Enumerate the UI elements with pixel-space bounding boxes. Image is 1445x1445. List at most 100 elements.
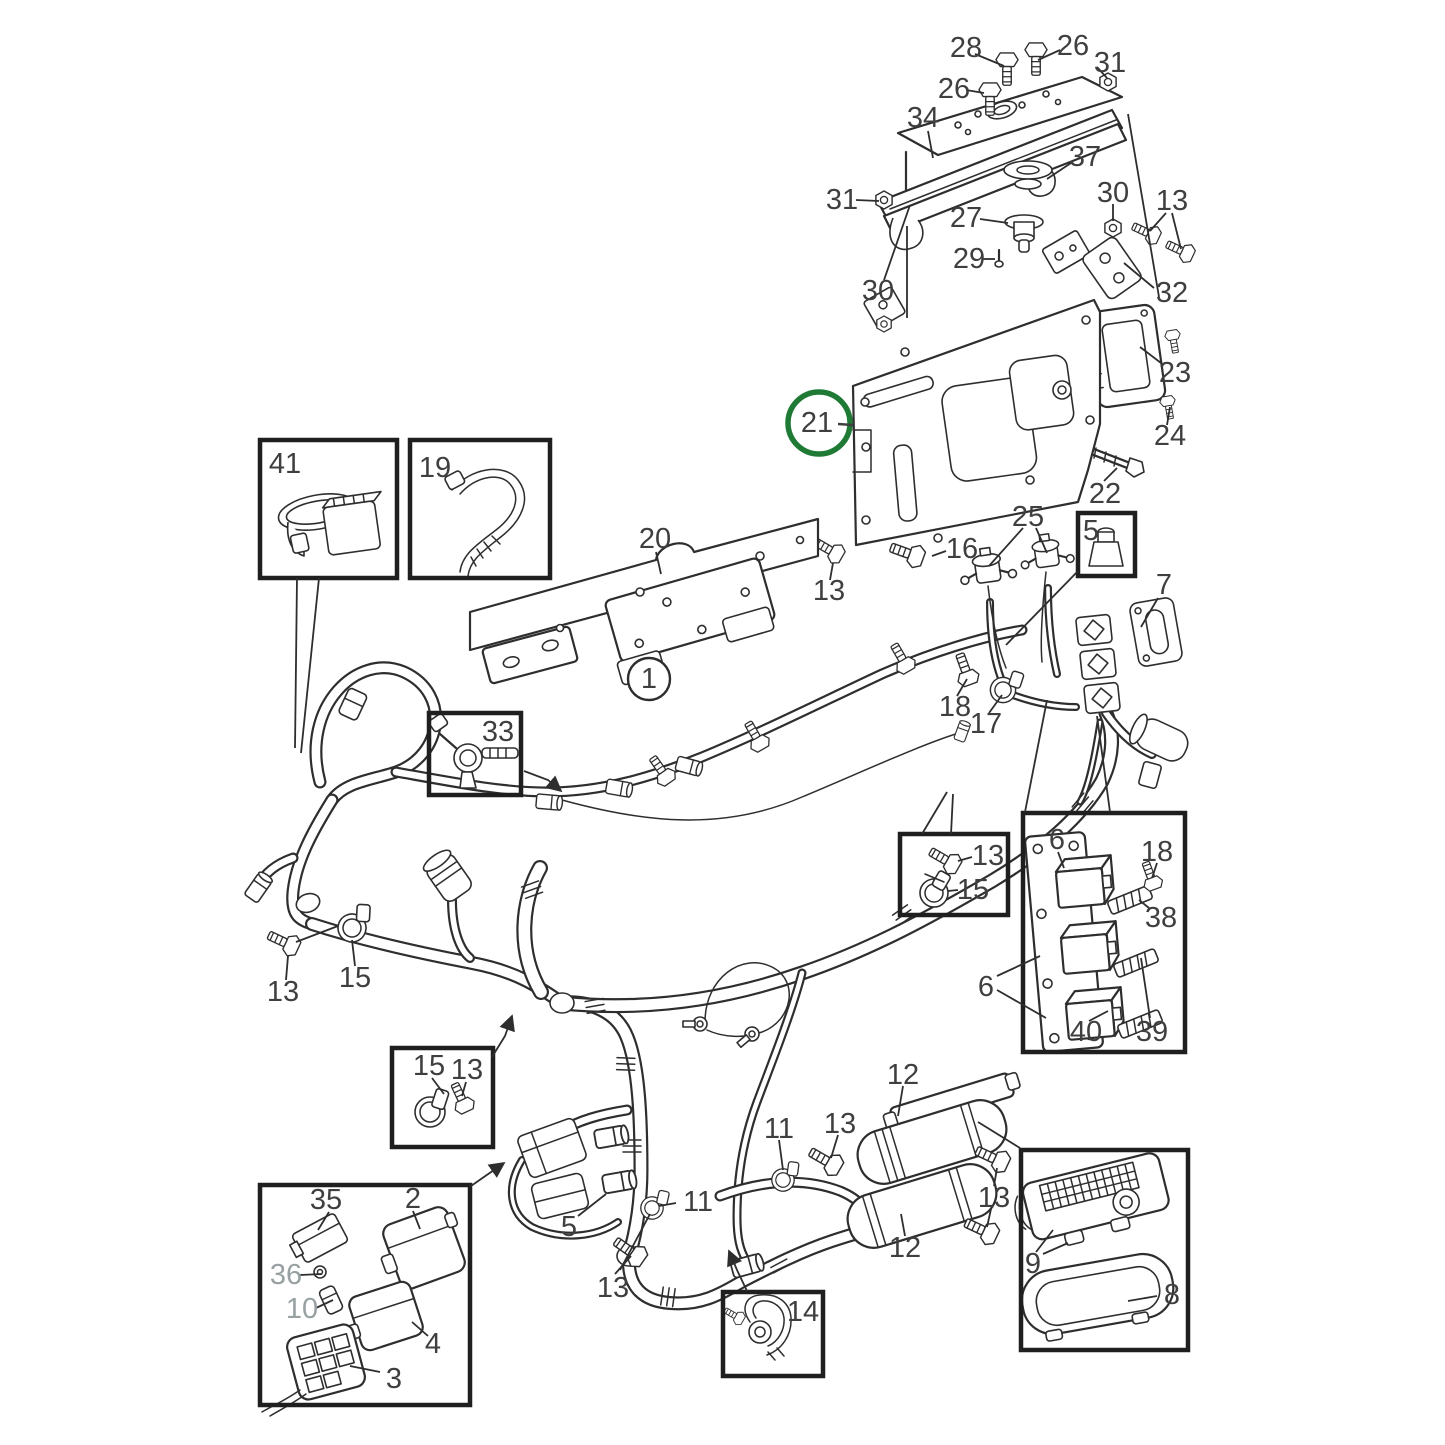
leader-line (1151, 862, 1158, 879)
leader-line (411, 1321, 429, 1337)
inset-box-clip-33 (426, 710, 524, 798)
leader-line (1096, 66, 1108, 79)
callout-1: 1 (641, 663, 657, 695)
leader-line (1140, 957, 1151, 1019)
callout-21-highlighted: 21 (801, 407, 833, 439)
callout-14: 14 (787, 1296, 819, 1328)
leader-line (491, 1014, 515, 1058)
leader-line (931, 550, 947, 557)
callout-39: 39 (1136, 1016, 1168, 1048)
inset-relay-assembly-6 (1024, 831, 1166, 1053)
leader-line (1139, 346, 1162, 364)
callout-13: 13 (267, 976, 299, 1008)
leader-line (295, 925, 339, 943)
callout-12: 12 (889, 1232, 921, 1264)
leader-line (950, 793, 954, 835)
leader-line (349, 1365, 381, 1373)
callout-30: 30 (862, 275, 894, 307)
callout-11: 11 (764, 1113, 794, 1145)
callout-4: 4 (425, 1328, 441, 1360)
callout-36: 36 (270, 1259, 302, 1291)
leader-line (1042, 1242, 1069, 1255)
leader-line (855, 199, 880, 202)
callout-9: 9 (1025, 1248, 1041, 1280)
callout-28: 28 (950, 32, 982, 64)
inset-box-relay-assembly-6 (1020, 810, 1188, 1055)
leader-line (977, 1121, 1021, 1149)
callout-11: 11 (683, 1186, 713, 1218)
leader-line (1166, 406, 1171, 426)
callout-19: 19 (419, 452, 451, 484)
leader-line (1123, 262, 1155, 289)
callout-15: 15 (957, 874, 989, 906)
inset-box-cable-tie-19 (407, 437, 553, 581)
top-bracket-assembly (863, 42, 1198, 333)
leader-line (965, 89, 985, 94)
leader-line (1088, 1010, 1109, 1022)
leader-line (778, 1139, 784, 1171)
callout-38: 38 (1145, 902, 1177, 934)
callout-13: 13 (978, 1182, 1010, 1214)
leader-line (1127, 113, 1160, 298)
callout-26: 26 (1057, 30, 1089, 62)
leader-line (1096, 715, 1111, 813)
mounting-plate-21 (809, 298, 1102, 571)
leader-line (993, 1167, 998, 1187)
leader-line (619, 1213, 651, 1271)
leader-line (658, 1202, 677, 1207)
leader-line (523, 770, 563, 793)
leader-line (461, 1081, 467, 1097)
callout-2: 2 (405, 1183, 421, 1215)
leader-line (957, 856, 973, 862)
bracket-32 (1082, 236, 1142, 300)
leader-line (299, 1273, 323, 1276)
inset-box-clamp-41 (257, 437, 400, 581)
callout-27: 27 (950, 202, 982, 234)
leader-line (1005, 570, 1079, 646)
leader-line (1024, 699, 1048, 813)
callout-32: 32 (1156, 277, 1188, 309)
callout-10: 10 (286, 1293, 318, 1325)
callout-18: 18 (1141, 836, 1173, 868)
inset-box-clamp-bolt-15-13 (389, 1045, 496, 1150)
callout-24: 24 (1154, 420, 1186, 452)
leader-line (1035, 527, 1048, 554)
inset-boxes-layer (257, 437, 1191, 1408)
callout-17: 17 (970, 708, 1002, 740)
leader-line (1171, 212, 1182, 250)
callout-25: 25 (1012, 501, 1044, 533)
callout-20: 20 (639, 523, 671, 555)
inset-box-connector-8-9 (1018, 1147, 1191, 1353)
callout-6: 6 (978, 971, 994, 1003)
callout-5: 5 (1083, 515, 1099, 547)
callout-6: 6 (1049, 824, 1065, 856)
leader-line (900, 1213, 906, 1237)
leader-line (988, 527, 1024, 567)
leader-line (1127, 1295, 1158, 1302)
leader-line (577, 1193, 607, 1217)
leader-line (1138, 899, 1150, 909)
callout-13: 13 (1156, 185, 1188, 217)
callout-12: 12 (887, 1059, 919, 1091)
wiring-harness (243, 529, 1189, 1311)
leader-line (1103, 467, 1118, 482)
callout-30: 30 (1097, 177, 1129, 209)
leader-line (1046, 162, 1072, 180)
inset-box-bolt-clamp-13-15 (897, 831, 1011, 918)
leader-line (947, 889, 959, 892)
leader-line (996, 989, 1047, 1019)
leader-line (897, 1085, 904, 1117)
inset-clip-14 (721, 1294, 792, 1361)
inset-clamp-41 (277, 490, 382, 557)
leader-line (294, 577, 298, 749)
leader-lines-layer (285, 49, 1182, 1373)
leader-line (1149, 212, 1167, 232)
callout-13: 13 (972, 840, 1004, 872)
inset-box-connectors-2-3-4 (257, 1182, 473, 1408)
leader-line (727, 1249, 748, 1292)
callout-26: 26 (938, 73, 970, 105)
inset-clip-33 (428, 713, 519, 789)
inset-cable-tie-19 (444, 468, 526, 577)
